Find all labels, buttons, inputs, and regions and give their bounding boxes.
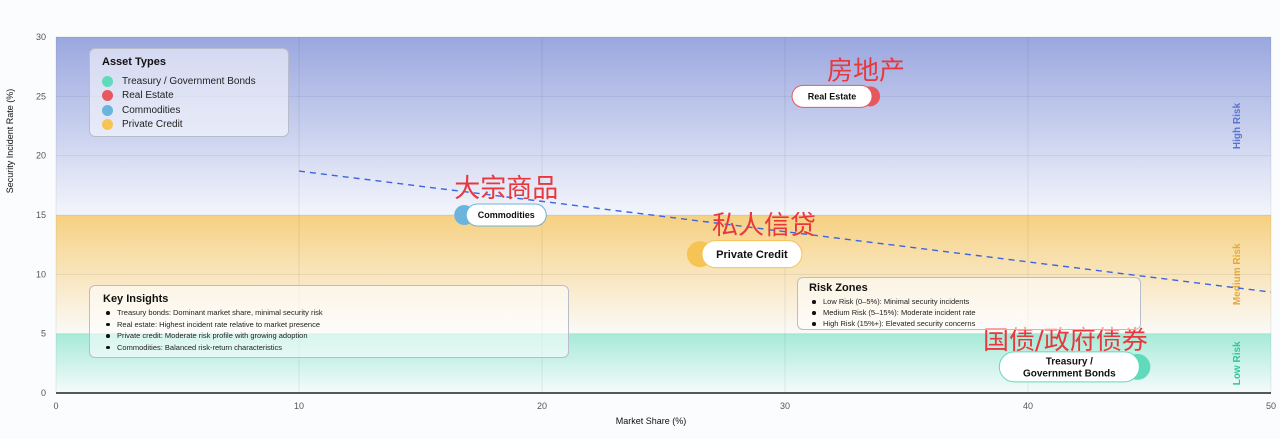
y-tick-label: 10 <box>36 269 46 279</box>
insight-item: Commodities: Balanced risk-return charac… <box>106 342 555 354</box>
point-label-commodities: Commodities <box>478 210 535 220</box>
point-real-estate: Real Estate <box>791 84 881 108</box>
risk-zone-label-high-risk: High Risk <box>1232 103 1243 150</box>
chinese-label-real-estate: 房地产 <box>827 56 905 86</box>
point-label-treasury-government-bonds: Treasury / <box>1046 356 1093 367</box>
chinese-label-treasury-government-bonds: 国债/政府债券 <box>983 326 1148 356</box>
y-tick-label: 20 <box>36 151 46 161</box>
point-commodities: Commodities <box>454 203 547 227</box>
point-label-real-estate: Real Estate <box>808 91 857 101</box>
point-pill-private-credit <box>701 240 803 269</box>
x-tick-label: 20 <box>537 401 547 411</box>
point-private-credit: Private Credit <box>686 240 803 269</box>
risk-zone-label-medium-risk: Medium Risk <box>1232 243 1243 305</box>
chinese-label-commodities: 大宗商品 <box>454 174 558 204</box>
chinese-label-private-credit: 私人信贷 <box>712 211 816 241</box>
insight-item: Treasury bonds: Dominant market share, m… <box>106 307 555 319</box>
legend-label-real-estate: Real Estate <box>122 90 174 102</box>
legend-item-real-estate: Real Estate <box>102 89 276 104</box>
risk-zone-item: Medium Risk (5–15%): Moderate incident r… <box>812 307 1129 318</box>
legend-swatch-treasury <box>102 75 113 87</box>
axis-layer: Market Share (%) Security Incident Rate … <box>5 32 1276 426</box>
risk-zone-item: Low Risk (0–5%): Minimal security incide… <box>812 296 1129 307</box>
trend-line <box>298 170 1272 293</box>
key-insights-box: Key Insights Treasury bonds: Dominant ma… <box>89 285 569 358</box>
x-tick-label: 10 <box>294 401 304 411</box>
legend-label-treasury: Treasury / Government Bonds <box>122 75 256 87</box>
key-insights-list: Treasury bonds: Dominant market share, m… <box>103 307 555 353</box>
legend-swatch-private-credit <box>102 119 113 131</box>
y-tick-label: 5 <box>41 329 46 339</box>
y-tick-label: 15 <box>36 210 46 220</box>
point-treasury-government-bonds: Treasury /Government Bonds <box>998 351 1151 383</box>
x-axis-title: Market Share (%) <box>616 416 687 426</box>
legend-label-commodities: Commodities <box>122 104 181 116</box>
y-tick-label: 30 <box>36 32 46 42</box>
point-label-private-credit: Private Credit <box>716 249 788 261</box>
point-pill-commodities <box>465 203 547 227</box>
x-tick-label: 30 <box>780 401 790 411</box>
y-tick-label: 25 <box>36 91 46 101</box>
legend-item-treasury: Treasury / Government Bonds <box>102 74 276 89</box>
legend-item-commodities: Commodities <box>102 103 276 118</box>
legend-item-private-credit: Private Credit <box>102 118 276 133</box>
legend-label-private-credit: Private Credit <box>122 119 183 131</box>
risk-zone-label-low-risk: Low Risk <box>1232 341 1243 385</box>
x-tick-label: 0 <box>53 401 58 411</box>
trend-line-layer <box>298 170 1272 293</box>
risk-zones-list: Low Risk (0–5%): Minimal security incide… <box>809 296 1129 329</box>
risk-zones-title: Risk Zones <box>809 282 868 294</box>
point-pill-real-estate <box>791 84 873 108</box>
key-insights-title: Key Insights <box>103 293 169 305</box>
y-tick-label: 0 <box>41 388 46 398</box>
point-label-treasury-government-bonds: Government Bonds <box>1023 368 1116 379</box>
risk-zone-item: High Risk (15%+): Elevated security conc… <box>812 318 1129 329</box>
risk-zones-box: Risk Zones Low Risk (0–5%): Minimal secu… <box>797 277 1141 330</box>
legend-swatch-real-estate <box>102 90 113 102</box>
x-tick-label: 50 <box>1266 401 1276 411</box>
insight-item: Private credit: Moderate risk profile wi… <box>106 330 555 342</box>
y-axis-title: Security Incident Rate (%) <box>5 89 15 194</box>
legend-title: Asset Types <box>102 56 166 68</box>
insight-item: Real estate: Highest incident rate relat… <box>106 319 555 331</box>
legend-box: Asset Types Treasury / Government Bonds … <box>89 48 289 137</box>
x-tick-label: 40 <box>1023 401 1033 411</box>
legend-swatch-commodities <box>102 104 113 116</box>
point-pill-treasury-government-bonds <box>998 351 1140 383</box>
